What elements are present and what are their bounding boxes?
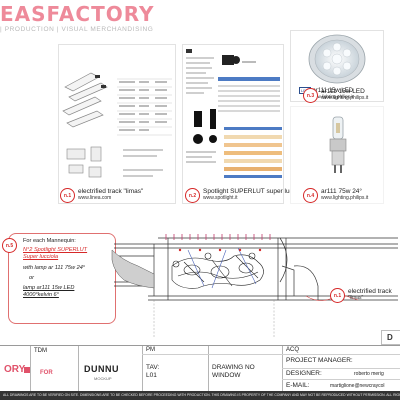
caption-number: n.1 — [60, 188, 75, 203]
for-label: FOR — [40, 370, 53, 376]
product-sheet-halogen-lamp — [290, 106, 384, 204]
email-value: martiglione@newcraycol — [330, 383, 385, 389]
callout-number: n.1 — [330, 288, 345, 303]
caption-title: ar111 75w 24° — [321, 188, 363, 195]
legal-footer: ALL DRAWINGS ARE TO BE VERIFIED ON SITE.… — [0, 391, 400, 400]
callout-title: electrified track — [348, 288, 392, 295]
track-accessories-image — [66, 146, 163, 178]
spotlight-sheet-image — [186, 49, 282, 178]
pm-label: PM — [146, 347, 155, 353]
brand-tagline: | PRODUCTION | VISUAL MERCHANDISING — [0, 26, 154, 33]
title-block: TDM ORY FOR DUNNU MOCKUP PM TAV: L01 DRA… — [0, 345, 400, 392]
track-spec-table — [117, 78, 172, 136]
callout-heading: For each Mannequin: — [23, 238, 76, 244]
tdm-label: TDM — [34, 348, 47, 354]
callout-line: lamp ar111 15w LED — [23, 285, 75, 291]
tav-label: TAV: — [146, 364, 160, 371]
drawing-label: DRAWING NO — [212, 364, 255, 371]
designer-value: roberto merig — [354, 371, 384, 377]
callout-number: n.5 — [2, 238, 17, 253]
caption-title: ar111 15w LED — [321, 88, 365, 95]
caption-number: n.2 — [185, 188, 200, 203]
caption-url: www.lighting.philips.it — [321, 95, 369, 101]
lighting-spec-callout: n.5 For each Mannequin: N°2 Spotlight SU… — [2, 233, 116, 324]
track-profile-image — [62, 72, 108, 128]
brand-logo: EASFACTORY — [0, 2, 155, 26]
halogen-lamp-image — [329, 116, 347, 173]
led-lamp-image — [308, 34, 366, 84]
caption-url: www.spotlight.it — [203, 195, 238, 201]
caption-number: n.3 — [303, 88, 318, 103]
drawing-callout-track: n.1 electrified track "limas" — [330, 288, 392, 303]
mannequin-figures — [171, 252, 264, 289]
caption-track: n.1 electrified track "limas" www.linea.… — [60, 188, 143, 203]
product-sheet-spotlight — [182, 44, 284, 204]
caption-title: Spotlight SUPERLUT super lucciola — [203, 188, 307, 195]
window-curtain-shape — [111, 249, 155, 289]
drawing-value: WINDOW — [212, 372, 241, 379]
company-badge-icon — [24, 367, 30, 373]
caption-title: electrified track "limas" — [78, 188, 144, 195]
callout-line: with lamp ar 111 75w 24° — [23, 265, 86, 271]
sheet-tab: D — [381, 330, 400, 345]
designer-label: DESIGNER: — [286, 370, 322, 377]
callout-line: Super lucciola — [23, 254, 59, 260]
acq-label: ACQ — [286, 347, 300, 353]
callout-subtitle: "limas" — [348, 295, 364, 301]
callout-line: N°2 Spotlight SUPERLUT — [23, 247, 88, 253]
window-section-drawing — [111, 234, 398, 338]
callout-line: 4000°kelvin 6° — [23, 292, 59, 298]
company-logo-fragment: ORY — [4, 364, 26, 375]
caption-url: www.linea.com — [78, 195, 112, 201]
project-manager-label: PROJECT MANAGER: — [286, 357, 353, 364]
caption-spotlight: n.2 Spotlight SUPERLUT super lucciola ww… — [185, 188, 306, 203]
product-sheet-track — [58, 44, 176, 204]
callout-or: or — [29, 275, 34, 281]
caption-number: n.4 — [303, 188, 318, 203]
caption-url: www.lighting.philips.it — [321, 195, 369, 201]
caption-led-lamp: n.3 ar111 15w LED www.lighting.philips.i… — [303, 88, 368, 103]
tav-value: L01 — [146, 372, 157, 379]
email-label: E-MAIL: — [286, 382, 310, 389]
client-name: DUNNU — [84, 364, 119, 374]
caption-halogen-lamp: n.4 ar111 75w 24° www.lighting.philips.i… — [303, 188, 368, 203]
client-subtitle: MOCKUP — [94, 376, 112, 381]
product-sheet-led-lamp: LED ar111 15w LED www.lighting.philips.i… — [290, 30, 384, 102]
